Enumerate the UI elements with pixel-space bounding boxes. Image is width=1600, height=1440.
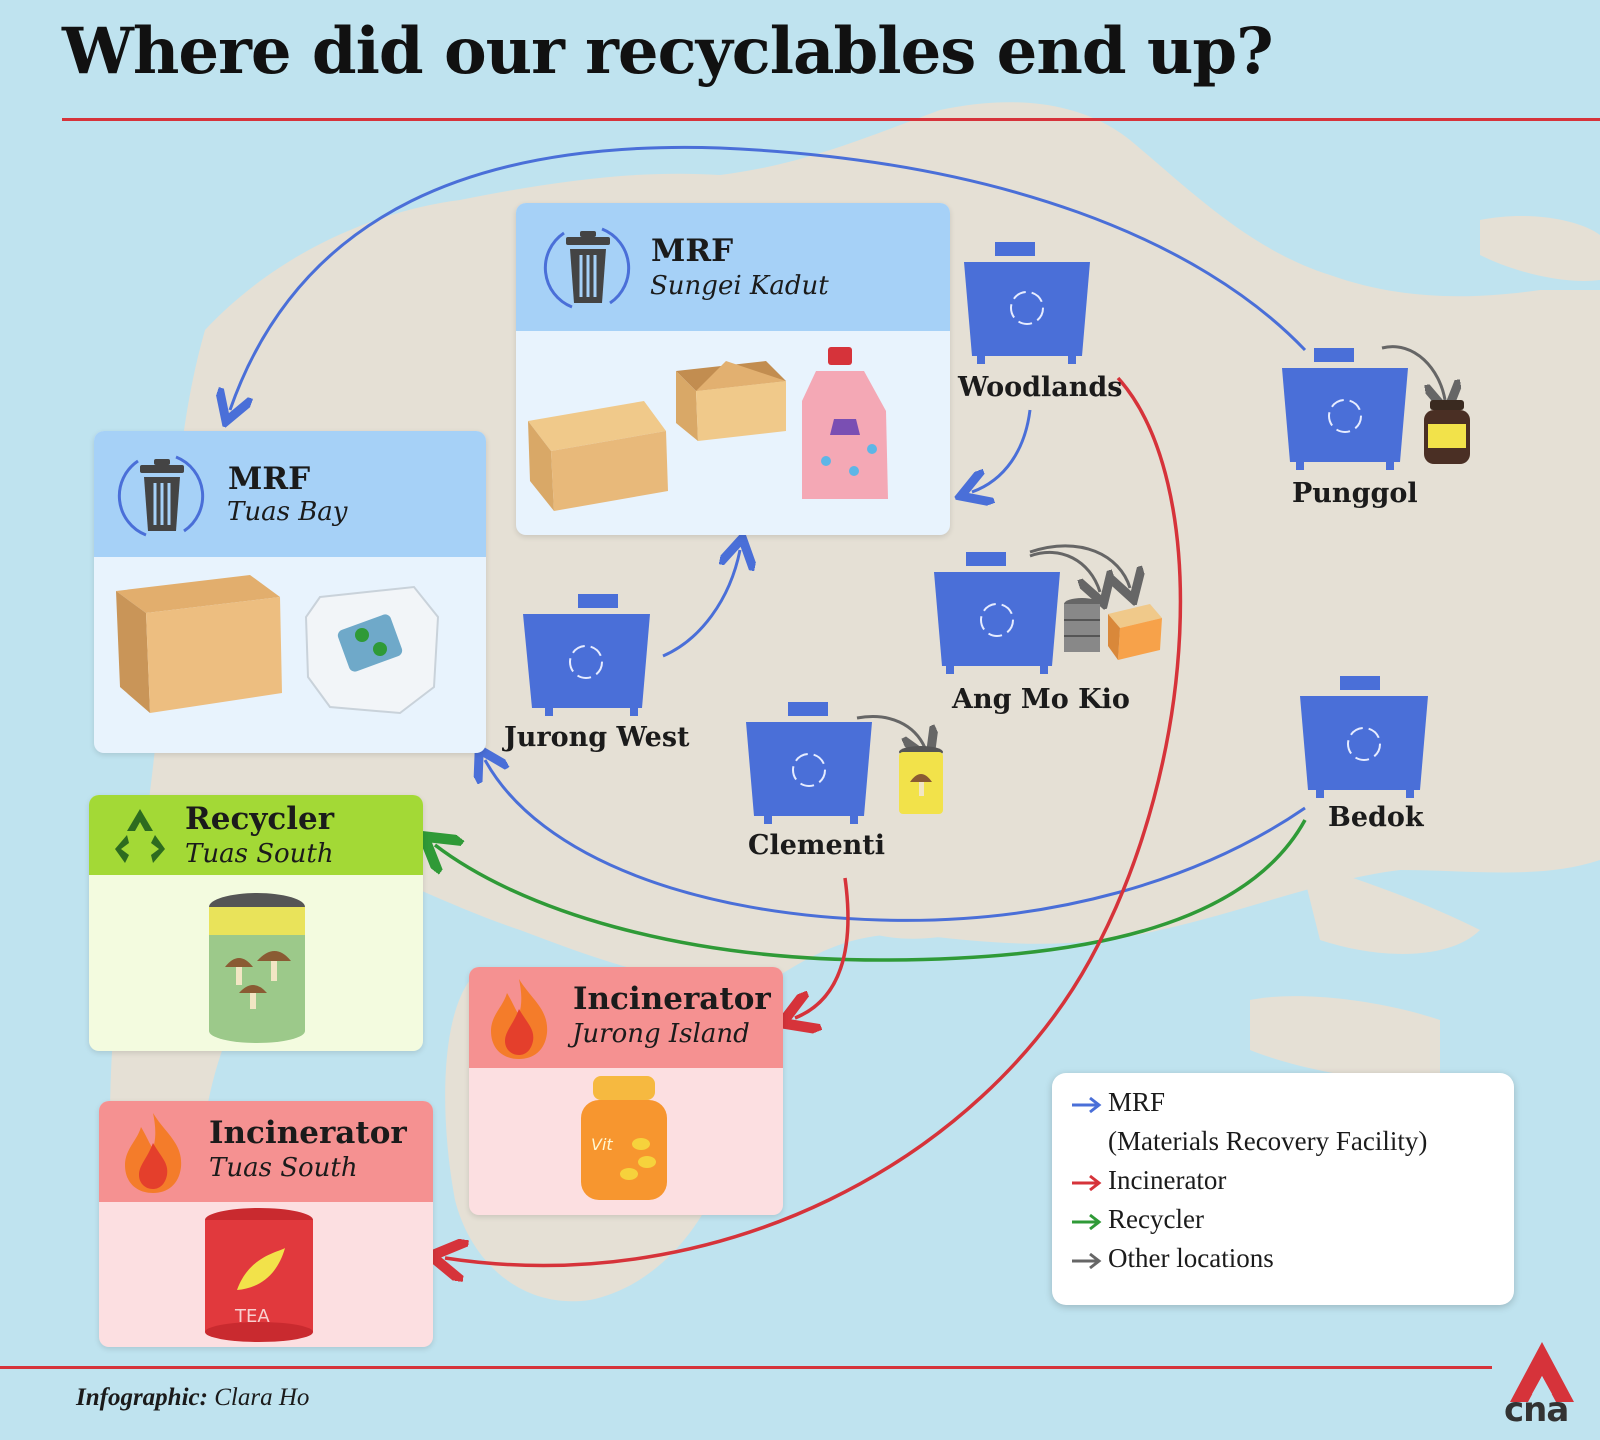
legend-recycler: Recycler: [1108, 1204, 1204, 1234]
incinerator-jurong-island-location: Jurong Island: [572, 1019, 750, 1049]
arrow-woodlands-to-incinerator-tuas-south: [445, 376, 1183, 1265]
woodlands-label: Woodlands: [958, 372, 1123, 403]
svg-text:TEA: TEA: [234, 1306, 270, 1327]
recycler-items: [209, 893, 305, 1043]
recycle-symbol-icon: [115, 809, 165, 863]
food-container-icon: [304, 585, 440, 715]
clementi-label: Clementi: [748, 830, 886, 861]
open-box-icon: [676, 361, 786, 441]
jurong-west-label: Jurong West: [504, 722, 690, 753]
recycler-tuas-south-type: Recycler: [185, 801, 335, 837]
ang-mo-kio-label: Ang Mo Kio: [952, 684, 1130, 715]
clementi-bin-icon: [746, 702, 872, 824]
small-box-icon: [1108, 604, 1162, 660]
legend-mrf-full: (Materials Recovery Facility): [1108, 1126, 1428, 1156]
arrow-amk-other-1: [1029, 550, 1100, 592]
cna-logo-text: cna: [1504, 1390, 1569, 1430]
punggol-bin-icon: [1282, 348, 1408, 470]
incinerator-tuas-south-location: Tuas South: [209, 1153, 358, 1183]
detergent-bottle-icon: [802, 347, 888, 499]
legend: MRF (Materials Recovery Facility) Incine…: [1052, 1073, 1514, 1305]
arrow-woodlands-to-mrf-sungei-kadut: [972, 409, 1032, 492]
vitamin-jar-icon: Vit: [581, 1076, 667, 1200]
svg-text:Vit: Vit: [591, 1135, 613, 1154]
woodlands-bin-icon: [964, 242, 1090, 364]
recycler-arrow-icon: [1072, 1213, 1102, 1231]
tuas-bay-items: [116, 575, 440, 715]
mrf-tuas-bay-type: MRF: [228, 461, 311, 497]
mrf-tuas-bay-location: Tuas Bay: [227, 497, 348, 527]
arrow-punggol-other: [1381, 345, 1445, 400]
footer-divider: [0, 1366, 1492, 1369]
other-arrow-icon: [1072, 1252, 1102, 1270]
arrow-clementi-to-incinerator-jurong-island: [795, 877, 850, 1018]
ang-mo-kio-bin-icon: [934, 552, 1060, 674]
mushroom-can-icon: [209, 893, 305, 1043]
recycler-tuas-south-location: Tuas South: [185, 839, 334, 869]
mrf-sungei-kadut-header: MRF Sungei Kadut: [516, 203, 950, 331]
recycle-bin-icon: [117, 455, 205, 537]
bedok-bin-icon: [1300, 676, 1428, 798]
incinerator-jurong-island-header: Incinerator Jurong Island: [469, 967, 783, 1068]
cardboard-box-icon: [528, 401, 668, 511]
jurong-west-bin-icon: [523, 594, 650, 716]
cna-logo-mark: [1510, 1342, 1574, 1402]
arrow-jurong-west-to-mrf-sungei-kadut: [662, 550, 740, 658]
credit-name: Clara Ho: [214, 1384, 310, 1411]
recycler-tuas-south-card: Recycler Tuas South: [89, 795, 423, 1051]
recycle-bin-icon: [543, 227, 631, 309]
spread-jar-icon: [1424, 400, 1470, 464]
arrow-bedok-to-mrf-tuas-bay: [485, 760, 1306, 922]
bedok-label: Bedok: [1328, 802, 1424, 833]
page-title: Where did our recyclables end up?: [62, 14, 1274, 89]
tea-tin-icon: TEA: [205, 1208, 313, 1342]
legend-mrf: MRF: [1108, 1087, 1166, 1117]
mrf-tuas-bay-card: MRF Tuas Bay: [94, 431, 486, 753]
fire-icon: [125, 1113, 182, 1193]
title-divider: [62, 118, 1600, 121]
recycler-tuas-south-header: Recycler Tuas South: [89, 795, 423, 875]
sungei-kadut-items: [528, 347, 888, 511]
punggol-label: Punggol: [1292, 478, 1418, 509]
arrow-bedok-to-recycler: [435, 819, 1307, 962]
credit-label: Infographic:: [76, 1384, 208, 1411]
credit: Infographic: Clara Ho: [76, 1384, 309, 1412]
mrf-sungei-kadut-type: MRF: [651, 233, 734, 269]
legend-incinerator: Incinerator: [1108, 1165, 1227, 1195]
incinerator-arrow-icon: [1072, 1174, 1102, 1192]
arrow-punggol-to-mrf-tuas-bay: [230, 145, 1307, 410]
mrf-sungei-kadut-location: Sungei Kadut: [650, 271, 829, 301]
arrow-amk-other-2: [1029, 544, 1130, 588]
incinerator-tuas-south-card: Incinerator Tuas South TEA: [99, 1101, 433, 1347]
fire-icon: [491, 979, 548, 1059]
jurong-island-items: Vit: [581, 1076, 667, 1200]
mrf-tuas-bay-header: MRF Tuas Bay: [94, 431, 486, 557]
cna-logo: cna: [1504, 1340, 1580, 1436]
incinerator-tuas-south-header: Incinerator Tuas South: [99, 1101, 433, 1202]
tuas-south-incinerator-items: TEA: [205, 1208, 313, 1342]
incinerator-jurong-island-type: Incinerator: [573, 981, 771, 1017]
incinerator-tuas-south-type: Incinerator: [209, 1115, 407, 1151]
arrow-clementi-other: [856, 715, 925, 748]
incinerator-jurong-island-card: Incinerator Jurong Island Vit: [469, 967, 783, 1215]
mrf-arrow-icon: [1072, 1096, 1102, 1114]
metal-can-icon: [1064, 598, 1100, 652]
cardboard-box-icon: [116, 575, 282, 713]
legend-other: Other locations: [1108, 1243, 1274, 1273]
mrf-sungei-kadut-card: MRF Sungei Kadut: [516, 203, 950, 535]
mushroom-small-can-icon: [899, 746, 943, 814]
